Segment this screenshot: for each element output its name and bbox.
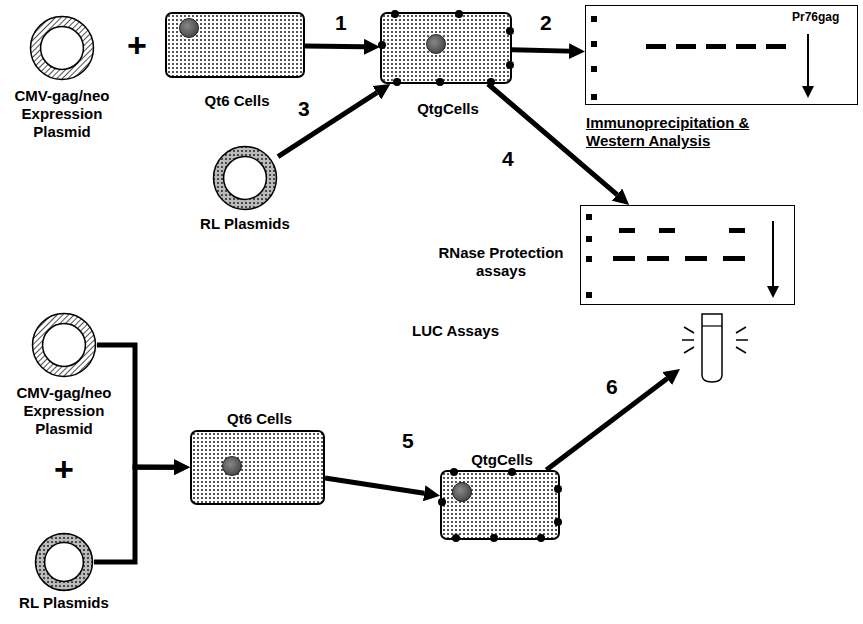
membrane-dot — [490, 534, 498, 542]
plasmid-ring — [29, 15, 95, 81]
membrane-dot — [506, 27, 514, 35]
membrane-dot — [455, 10, 463, 18]
process-arrow — [97, 345, 174, 467]
step-number: 6 — [604, 376, 620, 398]
node-label: RNase Protection assays — [426, 244, 576, 280]
cell-box: QtgCells — [380, 12, 512, 84]
node-label: Qt6 Cells — [167, 92, 307, 110]
plasmid-circle: CMV-gag/neo Expression Plasmid — [31, 312, 97, 378]
plasmid-circle: RL Plasmids — [212, 145, 278, 211]
step-number: 4 — [500, 148, 516, 170]
process-arrow — [325, 478, 424, 493]
cell-box: Qt6 Cells — [165, 12, 305, 78]
membrane-dot — [506, 61, 514, 69]
node-label: CMV-gag/neo Expression Plasmid — [2, 87, 122, 141]
plasmid-ring — [212, 145, 278, 211]
node-label: RL Plasmids — [4, 594, 124, 612]
process-arrow — [512, 50, 569, 51]
node-label: Pr76gag — [792, 8, 854, 26]
node-label: CMV-gag/neo Expression Plasmid — [4, 384, 124, 438]
gel-box: Pr76gagImmunoprecipitation & Western Ana… — [585, 5, 858, 105]
membrane-dot — [378, 41, 386, 49]
cell-box: Qt6 Cells — [190, 430, 325, 505]
process-arrow — [278, 93, 377, 157]
membrane-dot — [436, 78, 444, 86]
plasmid-circle: RL Plasmids — [34, 532, 94, 592]
membrane-dot — [438, 498, 446, 506]
plasmid-ring — [31, 312, 97, 378]
membrane-dot — [391, 10, 399, 18]
step-number: 5 — [400, 430, 416, 452]
step-number: 1 — [333, 12, 349, 34]
node-label: LUC Assays — [412, 322, 512, 340]
step-number: 3 — [296, 98, 312, 120]
membrane-dot — [393, 78, 401, 86]
membrane-dot — [487, 78, 495, 86]
node-label: Immunoprecipitation & Western Analysis — [586, 114, 801, 150]
membrane-dot — [450, 468, 458, 476]
node-label: QtgCells — [442, 451, 562, 469]
nucleus — [222, 456, 242, 476]
nucleus — [426, 34, 446, 54]
plasmid-ring — [34, 532, 94, 592]
membrane-dot — [508, 468, 516, 476]
node-label: RL Plasmids — [185, 215, 305, 233]
tube-icon — [680, 300, 750, 385]
gel-box: RNase Protection assays — [580, 205, 795, 305]
process-arrow — [94, 467, 174, 562]
cell-box: QtgCells — [440, 470, 560, 540]
plus-sign: + — [125, 28, 149, 62]
membrane-dot — [452, 534, 460, 542]
plasmid-circle: CMV-gag/neo Expression Plasmid — [29, 15, 95, 81]
gel-lanes — [581, 206, 793, 303]
node-label: QtgCells — [382, 100, 514, 118]
assay-tube: LUC Assays — [680, 300, 750, 385]
membrane-dot — [554, 485, 562, 493]
step-number: 2 — [538, 12, 554, 34]
plus-sign: + — [52, 452, 76, 486]
process-arrow — [305, 43, 364, 49]
membrane-dot — [554, 518, 562, 526]
nucleus — [452, 482, 472, 502]
node-label: Qt6 Cells — [192, 410, 327, 428]
membrane-dot — [537, 534, 545, 542]
nucleus — [179, 18, 199, 38]
